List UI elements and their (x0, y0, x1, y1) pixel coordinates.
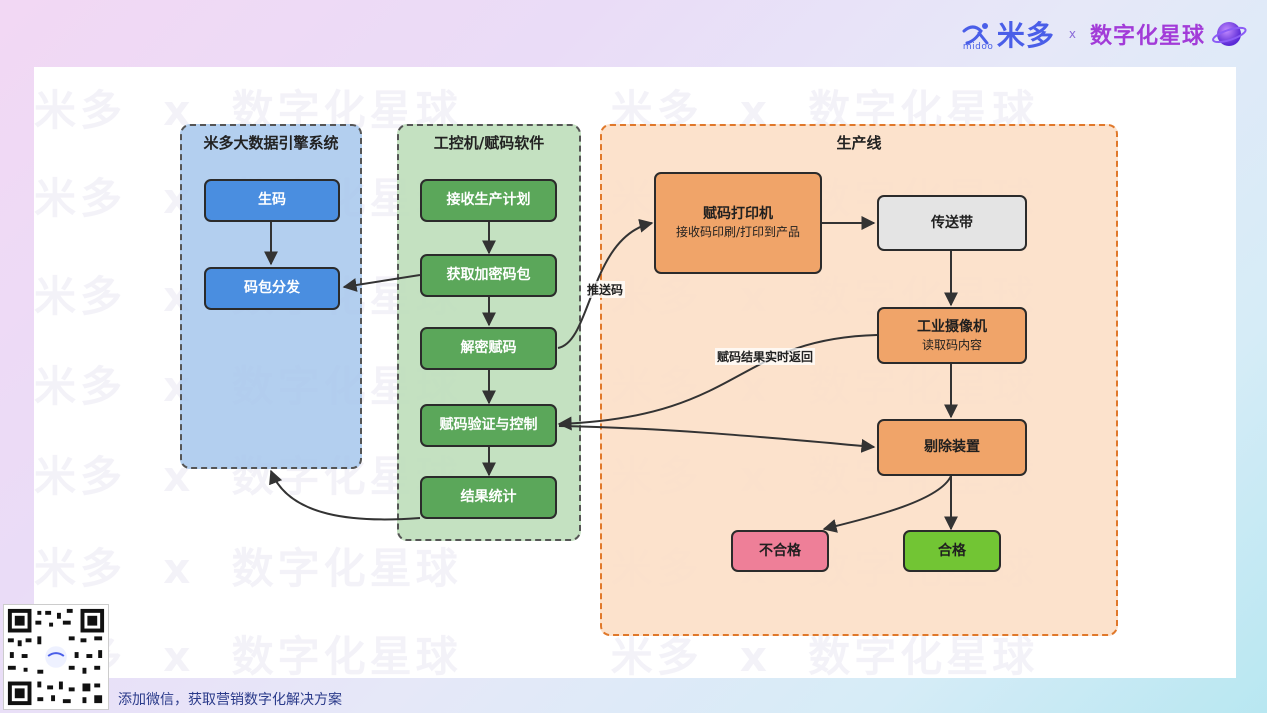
brand-digital-planet: 数字化星球 (1089, 24, 1205, 49)
node-printer-sub: 接收码印刷/打印到产品 (675, 225, 801, 240)
brand-mi-duo: 米多 (996, 19, 1055, 52)
node-code-distribution[interactable]: 码包分发 (204, 267, 340, 310)
node-receive-plan[interactable]: 接收生产计划 (420, 179, 557, 222)
watermark-row: 米多 x 数字化星球 米多 x 数字化星球 (34, 632, 1039, 678)
node-generate-code-label: 生码 (258, 192, 286, 209)
node-camera-sub: 读取码内容 (921, 337, 982, 352)
node-statistics[interactable]: 结果统计 (420, 476, 557, 519)
node-pass[interactable]: 合格 (903, 530, 1001, 572)
midoo-logo: midoo 米多 (961, 14, 1055, 54)
node-camera-label: 工业摄像机 (917, 318, 987, 335)
group-title-production: 生产线 (836, 134, 882, 152)
edge-label-realtime-return: 赋码结果实时返回 (715, 348, 816, 365)
footer-cta: 添加微信，获取营销数字化解决方案 (118, 692, 342, 708)
edge-reject-fail (822, 475, 952, 533)
node-decrypt-code-label: 解密赋码 (460, 340, 517, 357)
group-title-software: 工控机/赋码软件 (433, 134, 545, 152)
diagram-canvas: 米多 x 数字化星球 米多 x 数字化星球 米多 x 数字化星球 米多 x 数字… (34, 67, 1236, 678)
node-printer-label: 赋码打印机 (703, 206, 773, 223)
brand-header: midoo 米多 x 数字化星球 (961, 14, 1247, 54)
edge-package-distribute (342, 274, 421, 292)
node-statistics-label: 结果统计 (460, 489, 517, 506)
node-fail-label: 不合格 (759, 542, 801, 559)
node-code-distribution-label: 码包分发 (244, 280, 300, 297)
edge-camera-verify (557, 334, 878, 431)
node-pass-label: 合格 (938, 542, 966, 559)
node-camera[interactable]: 工业摄像机 读取码内容 (877, 307, 1027, 364)
node-printer[interactable]: 赋码打印机 接收码印刷/打印到产品 (654, 172, 822, 274)
node-get-package[interactable]: 获取加密码包 (420, 254, 557, 297)
planet-icon (1212, 22, 1247, 46)
node-reject-device-label: 剔除装置 (924, 439, 980, 456)
node-conveyor-label: 传送带 (931, 214, 973, 231)
midoo-mark-icon (962, 23, 989, 45)
node-verify-control[interactable]: 赋码验证与控制 (420, 404, 557, 447)
node-generate-code[interactable]: 生码 (204, 179, 340, 222)
brand-x: x (1068, 27, 1076, 41)
diagram-edges (264, 216, 958, 533)
node-get-package-label: 获取加密码包 (446, 267, 531, 284)
node-conveyor[interactable]: 传送带 (877, 195, 1027, 251)
node-fail[interactable]: 不合格 (731, 530, 829, 572)
qr-code-icon[interactable] (3, 604, 109, 710)
group-title-bigdata: 米多大数据引擎系统 (203, 134, 339, 152)
node-verify-control-label: 赋码验证与控制 (439, 417, 538, 434)
node-decrypt-code[interactable]: 解密赋码 (420, 327, 557, 370)
node-reject-device[interactable]: 剔除装置 (877, 419, 1027, 476)
node-receive-plan-label: 接收生产计划 (446, 192, 531, 209)
brand-midoo-text: midoo (962, 42, 994, 52)
edge-verify-reject (558, 425, 876, 453)
edge-stats-bigdata (269, 469, 421, 521)
edge-label-push-code: 推送码 (585, 281, 626, 298)
